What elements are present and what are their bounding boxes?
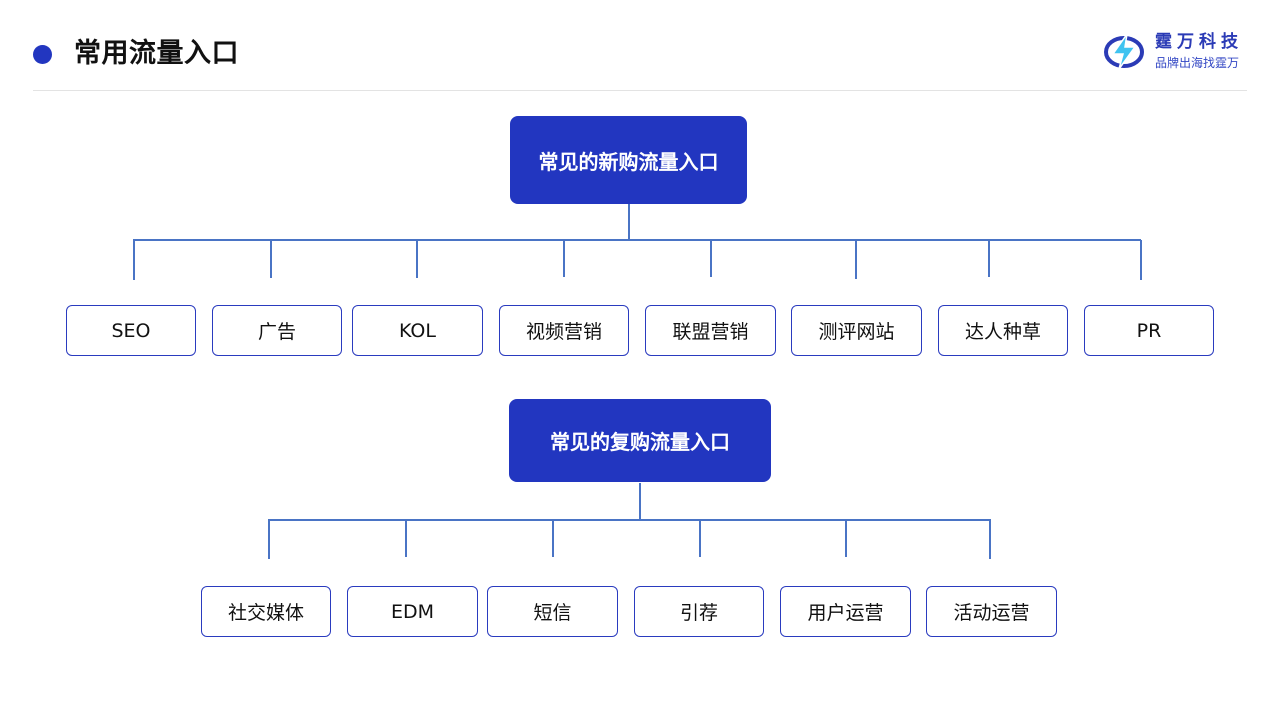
page-title: 常用流量入口 bbox=[74, 38, 239, 69]
node-influencer-seeding: 达人种草 bbox=[938, 305, 1068, 356]
new-purchase-root-node: 常见的新购流量入口 bbox=[510, 116, 747, 204]
header-divider bbox=[33, 90, 1247, 91]
node-user-operations: 用户运营 bbox=[780, 586, 911, 637]
repurchase-root-node: 常见的复购流量入口 bbox=[509, 399, 771, 482]
node-ads: 广告 bbox=[212, 305, 342, 356]
lightning-bolt-icon bbox=[1104, 33, 1144, 70]
company-logo: 霆万科技 品牌出海找霆万 bbox=[1103, 31, 1248, 73]
node-video-marketing: 视频营销 bbox=[499, 305, 629, 356]
node-review-sites: 测评网站 bbox=[791, 305, 922, 356]
company-name: 霆万科技 bbox=[1155, 32, 1243, 52]
title-bullet bbox=[33, 45, 52, 64]
node-sms: 短信 bbox=[487, 586, 618, 637]
node-seo: SEO bbox=[66, 305, 196, 356]
node-pr: PR bbox=[1084, 305, 1214, 356]
node-social-media: 社交媒体 bbox=[201, 586, 331, 637]
node-kol: KOL bbox=[352, 305, 483, 356]
node-referral: 引荐 bbox=[634, 586, 764, 637]
node-edm: EDM bbox=[347, 586, 478, 637]
node-campaign-operations: 活动运营 bbox=[926, 586, 1057, 637]
company-slogan: 品牌出海找霆万 bbox=[1155, 56, 1240, 70]
node-affiliate-marketing: 联盟营销 bbox=[645, 305, 776, 356]
